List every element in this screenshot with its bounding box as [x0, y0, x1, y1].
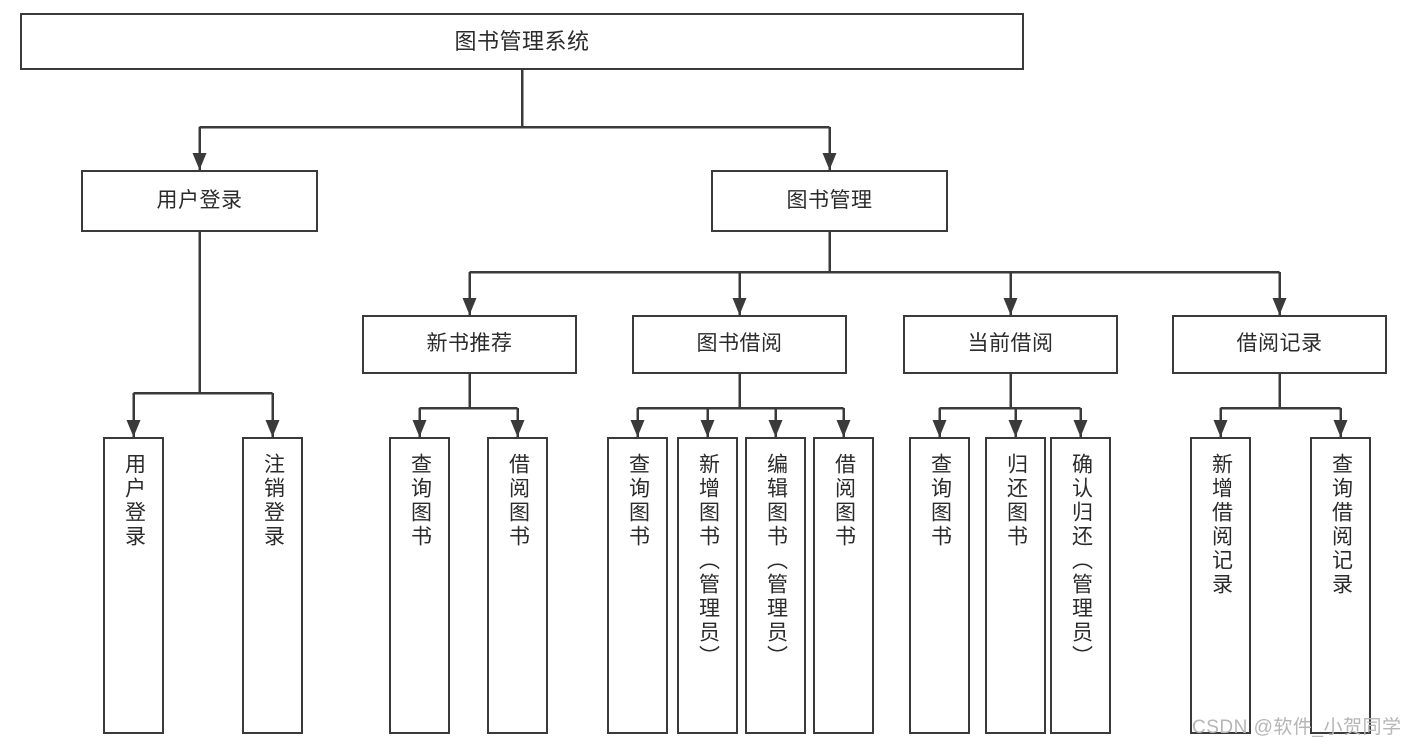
node-label: 用户登录: [122, 453, 146, 549]
node-label: 图书管理系统: [454, 28, 590, 54]
leaf-node-leaf-query-record[interactable]: 查询借阅记录: [1310, 437, 1371, 734]
branch-node-new-book-rec[interactable]: 新书推荐: [362, 315, 577, 374]
leaf-node-leaf-query-book-1[interactable]: 查询图书: [389, 437, 450, 734]
watermark-label: CSDN @软件_小贺同学: [1192, 717, 1402, 738]
leaf-node-leaf-user-login[interactable]: 用户登录: [103, 437, 164, 734]
leaf-node-leaf-user-logout[interactable]: 注销登录: [242, 437, 303, 734]
node-label: 新增借阅记录: [1209, 453, 1233, 597]
leaf-node-leaf-add-record[interactable]: 新增借阅记录: [1190, 437, 1251, 734]
branch-node-borrow-record[interactable]: 借阅记录: [1172, 315, 1387, 374]
leaf-node-leaf-return-book[interactable]: 归还图书: [985, 437, 1046, 734]
leaf-node-leaf-query-book-2[interactable]: 查询图书: [607, 437, 668, 734]
leaf-node-leaf-edit-book[interactable]: 编辑图书（管理员）: [745, 437, 806, 734]
node-label: 归还图书: [1004, 453, 1028, 549]
node-label: 图书管理: [786, 188, 873, 212]
node-label: 新增图书（管理员）: [696, 453, 720, 669]
node-label: 查询图书: [408, 453, 432, 549]
leaf-node-leaf-add-book[interactable]: 新增图书（管理员）: [677, 437, 738, 734]
node-label: 借阅图书: [832, 453, 856, 549]
branch-node-current-borrow[interactable]: 当前借阅: [903, 315, 1118, 374]
node-label: 借阅记录: [1236, 332, 1323, 356]
node-label: 当前借阅: [967, 332, 1054, 356]
node-label: 借阅图书: [506, 453, 530, 549]
node-label: 确认归还（管理员）: [1069, 453, 1093, 669]
node-label: 查询图书: [626, 453, 650, 549]
leaf-node-leaf-borrow-book-1[interactable]: 借阅图书: [487, 437, 548, 734]
leaf-node-leaf-borrow-book-2[interactable]: 借阅图书: [813, 437, 874, 734]
branch-node-user-login[interactable]: 用户登录: [81, 170, 318, 232]
node-label: 图书借阅: [696, 332, 783, 356]
branch-node-book-borrow[interactable]: 图书借阅: [632, 315, 847, 374]
node-label: 新书推荐: [426, 332, 513, 356]
node-label: 用户登录: [156, 188, 243, 212]
leaf-node-leaf-query-book-3[interactable]: 查询图书: [909, 437, 970, 734]
branch-node-book-manage[interactable]: 图书管理: [711, 170, 948, 232]
node-label: 查询图书: [928, 453, 952, 549]
node-label: 查询借阅记录: [1329, 453, 1353, 597]
leaf-node-leaf-confirm-return[interactable]: 确认归还（管理员）: [1050, 437, 1111, 734]
node-label: 编辑图书（管理员）: [764, 453, 788, 669]
root-node-root[interactable]: 图书管理系统: [20, 13, 1024, 70]
node-label: 注销登录: [261, 453, 285, 549]
